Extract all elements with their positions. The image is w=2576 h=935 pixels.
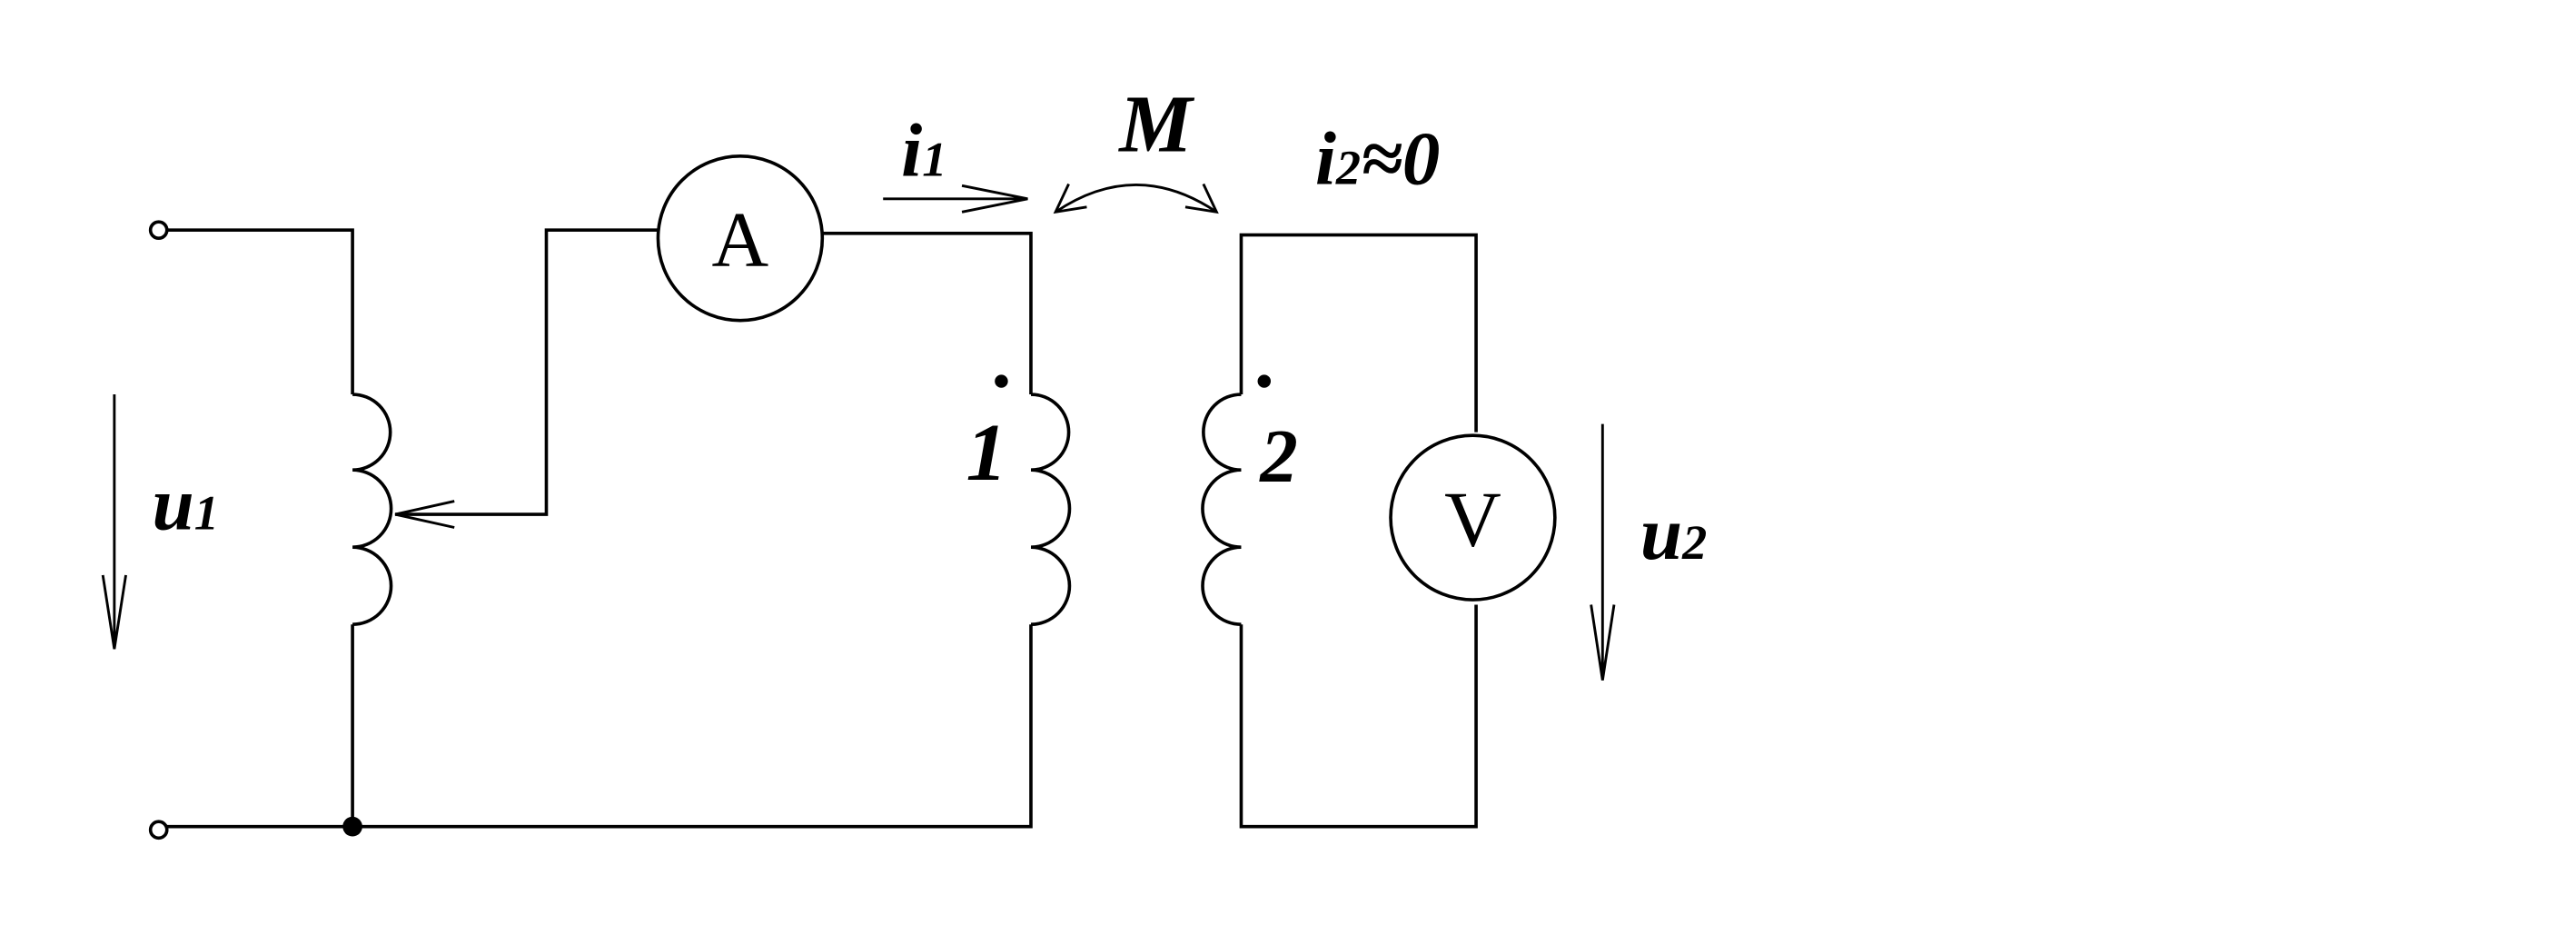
mutual-inductance-label: M — [1117, 77, 1194, 169]
u1-arrow — [101, 394, 127, 650]
i2-subscript: 2 — [1335, 141, 1361, 195]
voltmeter-label: V — [1444, 475, 1501, 562]
coil-2-polarity-dot — [1257, 374, 1272, 388]
wiper-arrowhead — [394, 500, 455, 529]
wire-input-top — [166, 228, 354, 395]
input-terminal-bottom — [148, 820, 169, 841]
wire-bottom-rail — [166, 624, 1033, 829]
coil-1-label: 1 — [966, 406, 1007, 498]
coil-1-winding — [1030, 393, 1072, 627]
u1-label: u1 — [152, 462, 218, 545]
i1-symbol: i — [901, 109, 922, 193]
i2-value: ≈0 — [1361, 117, 1440, 201]
i2-label: i2≈0 — [1315, 117, 1440, 201]
u2-symbol: u — [1640, 492, 1682, 575]
ammeter — [656, 154, 825, 323]
coil-2-winding — [1201, 393, 1242, 627]
ammeter-label: A — [712, 196, 769, 283]
i1-subscript: 1 — [922, 133, 946, 187]
coil-1-polarity-dot — [995, 374, 1008, 388]
wire-ammeter-to-coil1 — [822, 231, 1033, 395]
wire-wiper — [395, 228, 659, 516]
u1-symbol: u — [152, 462, 193, 545]
junction-node — [342, 816, 362, 837]
wire-secondary-loop — [1239, 233, 1478, 829]
u1-subscript: 1 — [194, 485, 219, 540]
voltmeter — [1389, 433, 1557, 602]
i1-arrow — [883, 184, 1028, 214]
input-terminal-top — [148, 220, 169, 241]
autotransformer-winding — [352, 393, 393, 627]
u2-label: u2 — [1640, 492, 1707, 575]
i2-symbol: i — [1315, 117, 1336, 201]
u2-arrow — [1590, 423, 1616, 681]
i1-label: i1 — [901, 109, 946, 193]
mutual-inductance-arc — [1055, 184, 1218, 214]
u2-subscript: 2 — [1681, 515, 1707, 570]
mutual-arrowhead-right — [1184, 183, 1219, 214]
coil-2-label: 2 — [1258, 414, 1298, 498]
mutual-arrowhead-left — [1053, 183, 1087, 214]
